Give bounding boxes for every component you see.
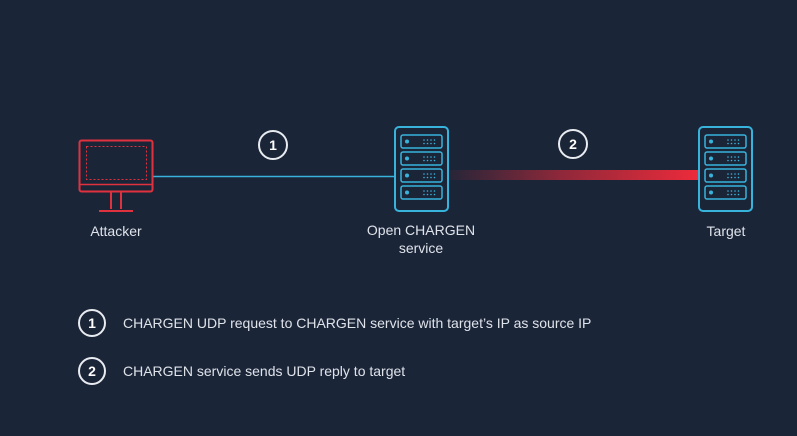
chargen-label-line1: Open CHARGEN (366, 222, 476, 238)
server-unit (400, 168, 443, 183)
server-unit (704, 168, 747, 183)
step-2-badge-number: 2 (569, 136, 577, 152)
chargen-label: Open CHARGEN service (346, 221, 496, 257)
target-server-icon (698, 126, 753, 212)
chargen-server-icon (394, 126, 449, 212)
server-unit (704, 151, 747, 166)
legend-step-1-number: 1 (78, 309, 106, 337)
server-unit (400, 185, 443, 200)
target-label: Target (706, 223, 746, 239)
server-unit (400, 151, 443, 166)
reply-beam (449, 170, 699, 180)
step-1-badge-number: 1 (269, 137, 277, 153)
server-unit (704, 185, 747, 200)
legend-step-1-text: CHARGEN UDP request to CHARGEN service w… (123, 315, 592, 331)
legend-step-1: 1 CHARGEN UDP request to CHARGEN service… (78, 309, 591, 337)
legend-step-2-text: CHARGEN service sends UDP reply to targe… (123, 363, 406, 379)
server-unit (400, 134, 443, 149)
server-unit (704, 134, 747, 149)
step-2-badge: 2 (558, 129, 588, 159)
legend-step-2: 2 CHARGEN service sends UDP reply to tar… (78, 357, 405, 385)
chargen-label-line2: service (398, 240, 444, 256)
step-1-badge: 1 (258, 130, 288, 160)
attacker-label: Attacker (90, 223, 142, 239)
attacker-monitor-icon (78, 139, 154, 212)
legend-step-2-number: 2 (78, 357, 106, 385)
